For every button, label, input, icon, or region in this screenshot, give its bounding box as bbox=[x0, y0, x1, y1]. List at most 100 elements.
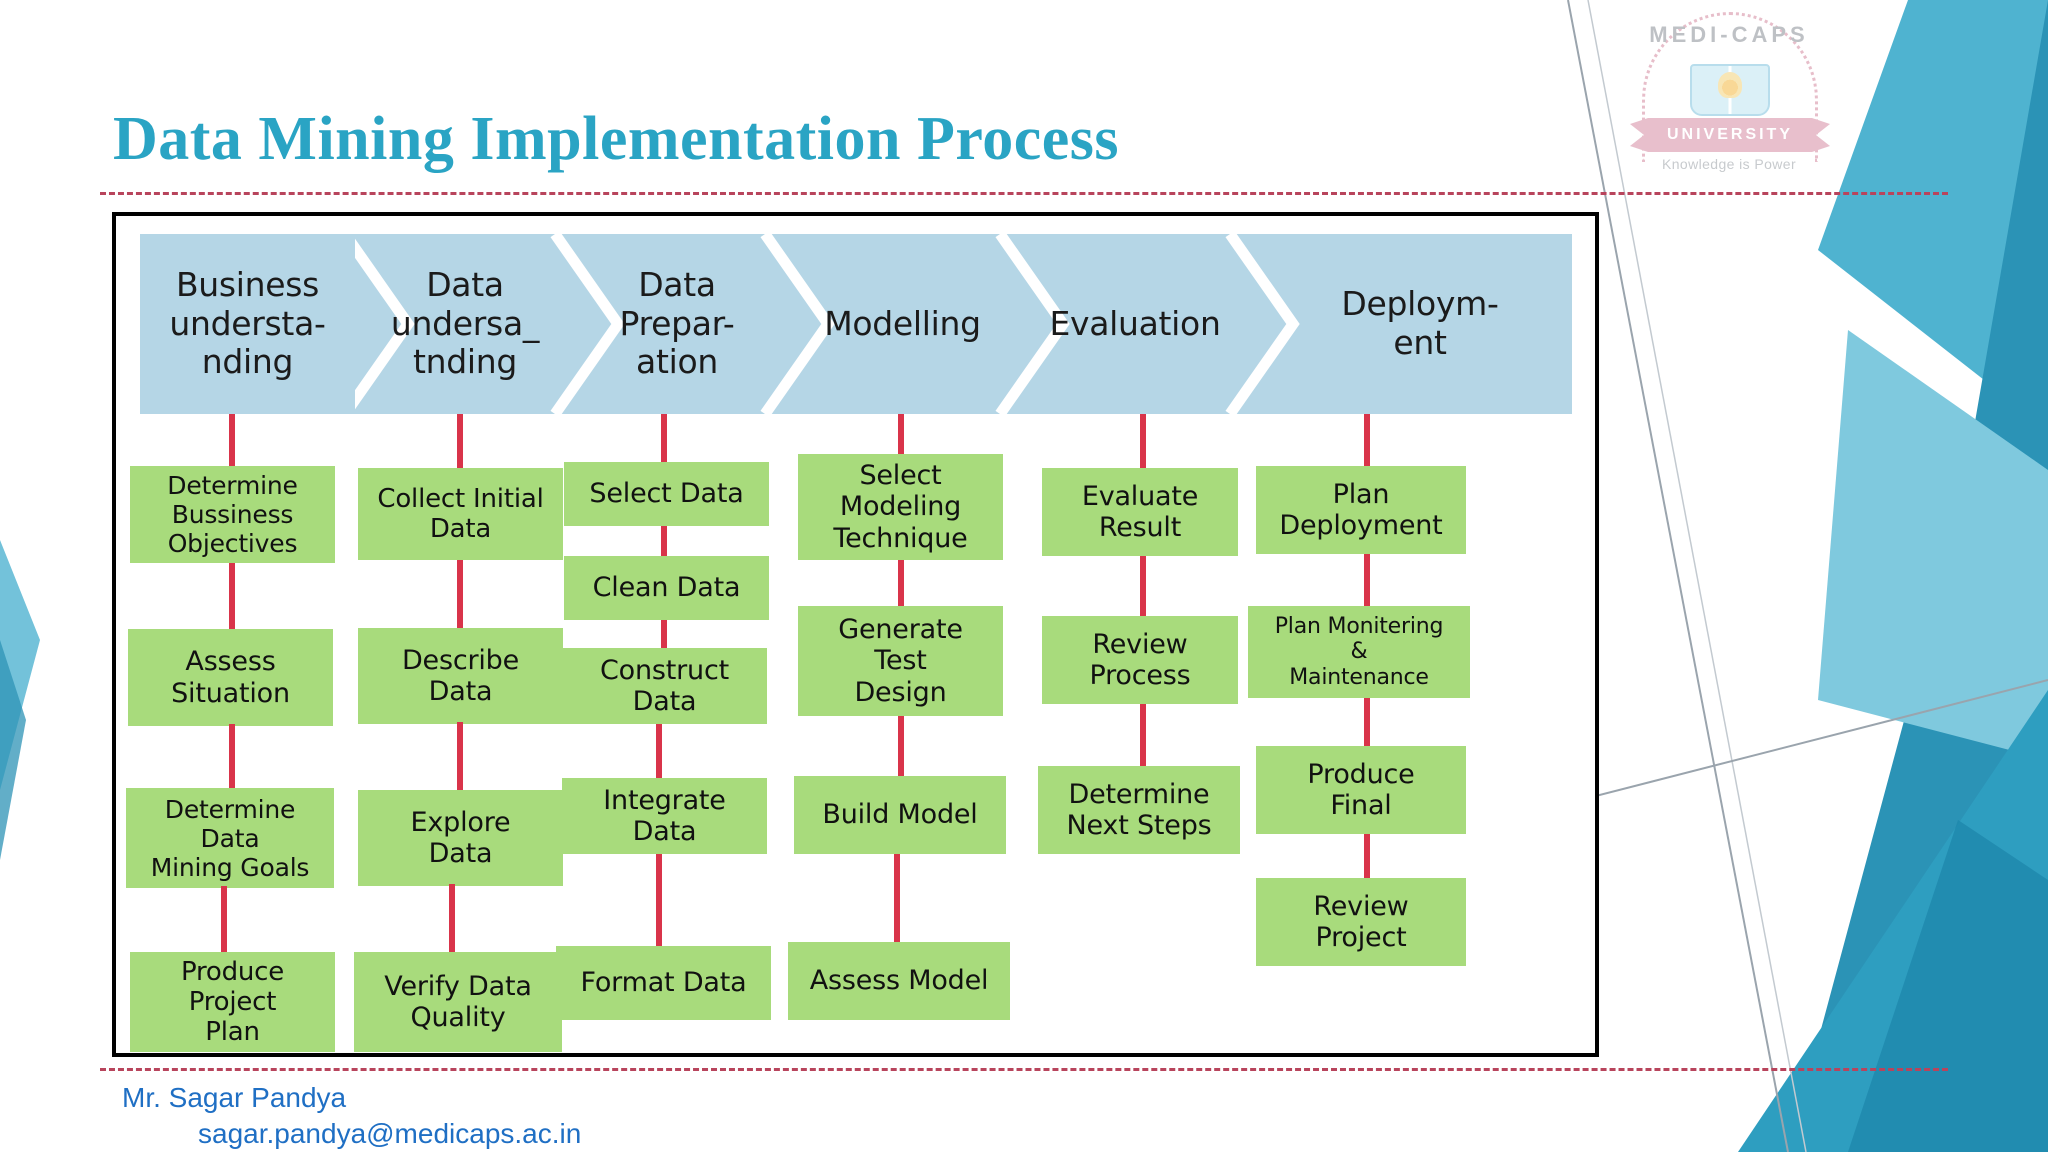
task-label: Produce Final bbox=[1307, 758, 1415, 821]
decorative-left-shapes bbox=[0, 0, 70, 1152]
task-box-build-model[interactable]: Build Model bbox=[794, 776, 1006, 854]
task-box-plan-monitering-maintenance[interactable]: Plan Monitering & Maintenance bbox=[1248, 606, 1470, 698]
task-box-explore-data[interactable]: Explore Data bbox=[358, 790, 563, 886]
task-label: Plan Deployment bbox=[1279, 478, 1443, 541]
task-box-assess-situation[interactable]: Assess Situation bbox=[128, 629, 333, 726]
task-box-evaluate-result[interactable]: Evaluate Result bbox=[1042, 468, 1238, 556]
connector-line bbox=[894, 854, 900, 946]
connector-line bbox=[1364, 834, 1370, 882]
task-box-select-data[interactable]: Select Data bbox=[564, 462, 769, 526]
connector-line bbox=[1140, 414, 1146, 472]
task-box-produce-final[interactable]: Produce Final bbox=[1256, 746, 1466, 834]
connector-line bbox=[457, 560, 463, 630]
task-box-review-process[interactable]: Review Process bbox=[1042, 616, 1238, 704]
decorative-right-shapes bbox=[1488, 0, 2048, 1152]
task-label: Format Data bbox=[580, 967, 747, 999]
task-label: Collect Initial Data bbox=[377, 483, 544, 544]
connector-line bbox=[1364, 698, 1370, 750]
connector-line bbox=[457, 722, 463, 792]
connector-line bbox=[229, 414, 235, 470]
task-box-construct-data[interactable]: Construct Data bbox=[562, 648, 767, 724]
task-label: Review Process bbox=[1089, 628, 1191, 691]
connector-line bbox=[656, 854, 662, 952]
task-box-clean-data[interactable]: Clean Data bbox=[564, 556, 769, 620]
phase-label: Deploym- ent bbox=[1341, 284, 1499, 362]
connector-line bbox=[1140, 704, 1146, 770]
footer-divider bbox=[100, 1068, 1948, 1071]
task-label: Evaluate Result bbox=[1081, 480, 1199, 543]
connector-line bbox=[1364, 554, 1370, 610]
task-box-select-modeling-technique[interactable]: Select Modeling Technique bbox=[798, 454, 1003, 560]
connector-line bbox=[1364, 414, 1370, 470]
phase-chevron-data-preparation[interactable]: Data Prepar- ation bbox=[577, 234, 777, 414]
task-box-verify-data-quality[interactable]: Verify Data Quality bbox=[354, 952, 562, 1052]
connector-line bbox=[898, 560, 904, 610]
logo-ring-icon bbox=[1642, 12, 1818, 162]
task-label: Plan Monitering & Maintenance bbox=[1274, 613, 1444, 690]
task-box-determine-data-mining-goals[interactable]: Determine Data Mining Goals bbox=[126, 788, 334, 888]
connector-line bbox=[1140, 556, 1146, 620]
task-label: Determine Next Steps bbox=[1066, 778, 1212, 841]
chevron-shapes bbox=[140, 234, 1572, 414]
task-label: Select Modeling Technique bbox=[833, 460, 968, 554]
task-box-plan-deployment[interactable]: Plan Deployment bbox=[1256, 466, 1466, 554]
phase-chevron-evaluation[interactable]: Evaluation bbox=[1030, 234, 1240, 414]
task-label: Determine Data Mining Goals bbox=[150, 794, 310, 882]
phase-label: Evaluation bbox=[1049, 303, 1221, 343]
task-label: Assess Model bbox=[809, 965, 989, 997]
connector-line bbox=[898, 716, 904, 780]
phase-label: Data Prepar- ation bbox=[619, 264, 735, 382]
presenter-email[interactable]: sagar.pandya@medicaps.ac.in bbox=[198, 1118, 582, 1149]
connector-line bbox=[661, 620, 667, 654]
task-box-describe-data[interactable]: Describe Data bbox=[358, 628, 563, 724]
flame-icon bbox=[1718, 72, 1742, 98]
connector-line bbox=[221, 886, 227, 954]
logo-tagline: Knowledge is Power bbox=[1661, 156, 1797, 172]
logo-ribbon: UNIVERSITY bbox=[1630, 118, 1830, 152]
task-box-collect-initial-data[interactable]: Collect Initial Data bbox=[358, 468, 563, 560]
task-label: Determine Bussiness Objectives bbox=[167, 471, 298, 558]
medicaps-university-logo: MEDI-CAPS UNIVERSITY Knowledge is Power bbox=[1614, 6, 1844, 181]
task-label: Integrate Data bbox=[603, 784, 726, 847]
task-label: Assess Situation bbox=[171, 646, 290, 709]
diagram-frame: Business understa- nding Data undersa_ t… bbox=[112, 212, 1599, 1057]
task-box-format-data[interactable]: Format Data bbox=[556, 946, 771, 1020]
phase-chevron-modelling[interactable]: Modelling bbox=[795, 234, 1010, 414]
logo-name: MEDI-CAPS bbox=[1649, 22, 1809, 47]
connector-line bbox=[898, 414, 904, 458]
task-label: Review Project bbox=[1313, 890, 1409, 953]
phase-chevron-deployment[interactable]: Deploym- ent bbox=[1305, 234, 1535, 414]
connector-line bbox=[229, 724, 235, 790]
task-box-generate-test-design[interactable]: Generate Test Design bbox=[798, 606, 1003, 716]
presenter-name: Mr. Sagar Pandya bbox=[122, 1082, 347, 1113]
phase-chevron-business-understanding[interactable]: Business understa- nding bbox=[140, 234, 355, 414]
task-box-determine-next-steps[interactable]: Determine Next Steps bbox=[1038, 766, 1240, 854]
phase-label: Modelling bbox=[824, 303, 981, 343]
task-box-integrate-data[interactable]: Integrate Data bbox=[562, 778, 767, 854]
task-label: Generate Test Design bbox=[838, 614, 963, 708]
task-label: Construct Data bbox=[600, 654, 729, 717]
phase-label: Data undersa_ tnding bbox=[390, 264, 540, 382]
connector-line bbox=[661, 414, 667, 464]
phase-chevron-data-understanding[interactable]: Data undersa_ tnding bbox=[365, 234, 565, 414]
task-label: Clean Data bbox=[592, 572, 741, 604]
phase-label: Business understa- nding bbox=[169, 264, 326, 382]
phase-chevron-band: Business understa- nding Data undersa_ t… bbox=[140, 234, 1572, 414]
connector-line bbox=[661, 526, 667, 566]
task-box-produce-project-plan[interactable]: Produce Project Plan bbox=[130, 952, 335, 1052]
task-box-review-project[interactable]: Review Project bbox=[1256, 878, 1466, 966]
connector-line bbox=[229, 563, 235, 631]
task-box-determine-bussiness-objectives[interactable]: Determine Bussiness Objectives bbox=[130, 466, 335, 563]
connector-line bbox=[656, 724, 662, 780]
task-box-assess-model[interactable]: Assess Model bbox=[788, 942, 1010, 1020]
connector-line bbox=[449, 884, 455, 954]
logo-ribbon-label: UNIVERSITY bbox=[1666, 126, 1793, 143]
task-label: Explore Data bbox=[410, 806, 511, 869]
task-label: Build Model bbox=[822, 799, 978, 831]
task-label: Select Data bbox=[589, 478, 744, 510]
task-label: Describe Data bbox=[401, 644, 520, 707]
page-title: Data Mining Implementation Process bbox=[113, 105, 1120, 173]
connector-line bbox=[457, 414, 463, 470]
task-label: Verify Data Quality bbox=[384, 970, 532, 1033]
